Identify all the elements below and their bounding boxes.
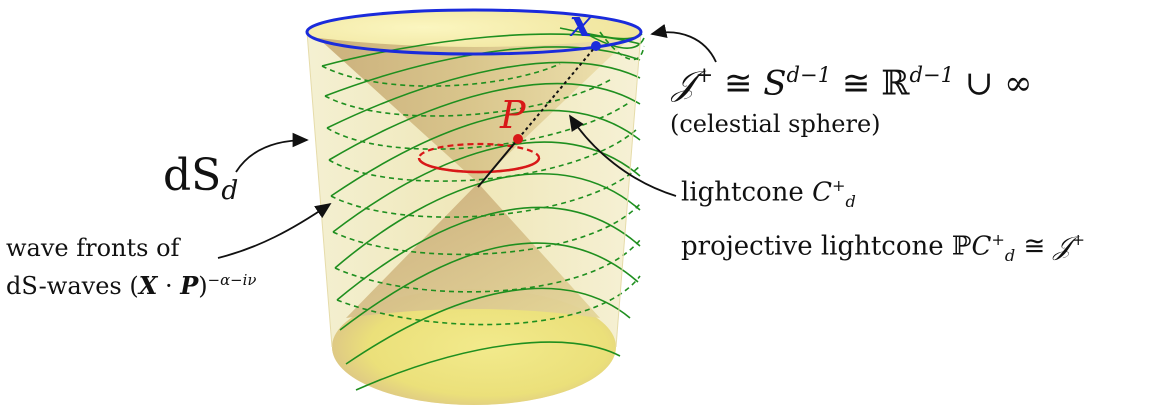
sphere-s: S — [763, 63, 787, 104]
arrow-lightcone — [569, 114, 677, 197]
lightcone-c: C — [812, 177, 832, 208]
wavefronts-line2: dS-waves (X · P)−α−iν — [6, 264, 256, 302]
wave-line2-p: P — [180, 271, 199, 300]
scri-plus: + — [695, 62, 714, 87]
union-infinity: ∪ ∞ — [954, 63, 1033, 104]
projective-sub: d — [1004, 245, 1016, 265]
projective-c: C — [971, 231, 992, 262]
projective-sup: + — [991, 230, 1005, 249]
ds-sub: d — [221, 175, 239, 207]
scri-equation: 𝒥+ ≅ Sd−1 ≅ ℝd−1 ∪ ∞ — [672, 62, 1033, 103]
wave-line2-dot: · — [157, 272, 181, 300]
projective-scri: 𝒥 — [1053, 231, 1072, 262]
bottom-disk — [332, 289, 616, 405]
projective-p: ℙ — [951, 231, 972, 262]
ds-main: dS — [163, 150, 222, 201]
wave-line2-close: ) — [198, 272, 208, 300]
wave-line2-open: ( — [129, 272, 139, 300]
cong-1: ≅ — [713, 63, 764, 104]
top-disk — [307, 10, 641, 54]
point-p — [513, 134, 523, 144]
arrow-wavefronts — [217, 202, 332, 259]
p-red-circle-front — [417, 157, 541, 174]
lightcone-text: lightcone — [681, 177, 813, 208]
celestial-sphere-label: (celestial sphere) — [670, 110, 881, 138]
cylinder-left-edge — [306, 31, 333, 348]
sphere-exp: d−1 — [786, 62, 832, 87]
wavefronts-line1: wave fronts of — [6, 234, 180, 262]
projective-cong: ≅ — [1015, 231, 1054, 262]
lightcone-sup: + — [832, 176, 846, 195]
dotted-ray — [517, 45, 597, 140]
point-p-label: P — [499, 93, 527, 137]
point-x-label: x — [569, 3, 592, 45]
celestial-sphere-ring — [305, 8, 643, 56]
projective-lightcone-label: projective lightcone ℙC+d ≅ 𝒥+ — [681, 230, 1085, 265]
arrow-ds — [235, 132, 309, 173]
wave-fronts — [321, 27, 645, 391]
lower-lightcone — [346, 183, 600, 318]
ds-label: dSd — [163, 150, 238, 206]
wavefronts-label: wave fronts of dS-waves (X · P)−α−iν — [6, 232, 256, 302]
lightcone-label: lightcone C+d — [681, 176, 856, 211]
projective-scri-plus: + — [1071, 230, 1085, 249]
point-x — [591, 41, 601, 51]
wave-line2-exp: −α−iν — [207, 271, 257, 289]
arrow-scri — [650, 23, 717, 63]
reals-symbol: ℝ — [881, 63, 910, 104]
projective-text: projective lightcone — [681, 231, 952, 262]
wave-line2-pre: dS-waves — [6, 272, 130, 300]
wave-line2-x: X — [138, 271, 158, 300]
cong-2: ≅ — [831, 63, 882, 104]
cylinder-right-edge — [615, 31, 642, 348]
reals-exp: d−1 — [909, 62, 955, 87]
lightcone-sub: d — [845, 191, 856, 211]
upper-lightcone — [318, 38, 630, 183]
solid-ray — [477, 138, 519, 188]
scri-symbol: 𝒥 — [672, 63, 696, 104]
